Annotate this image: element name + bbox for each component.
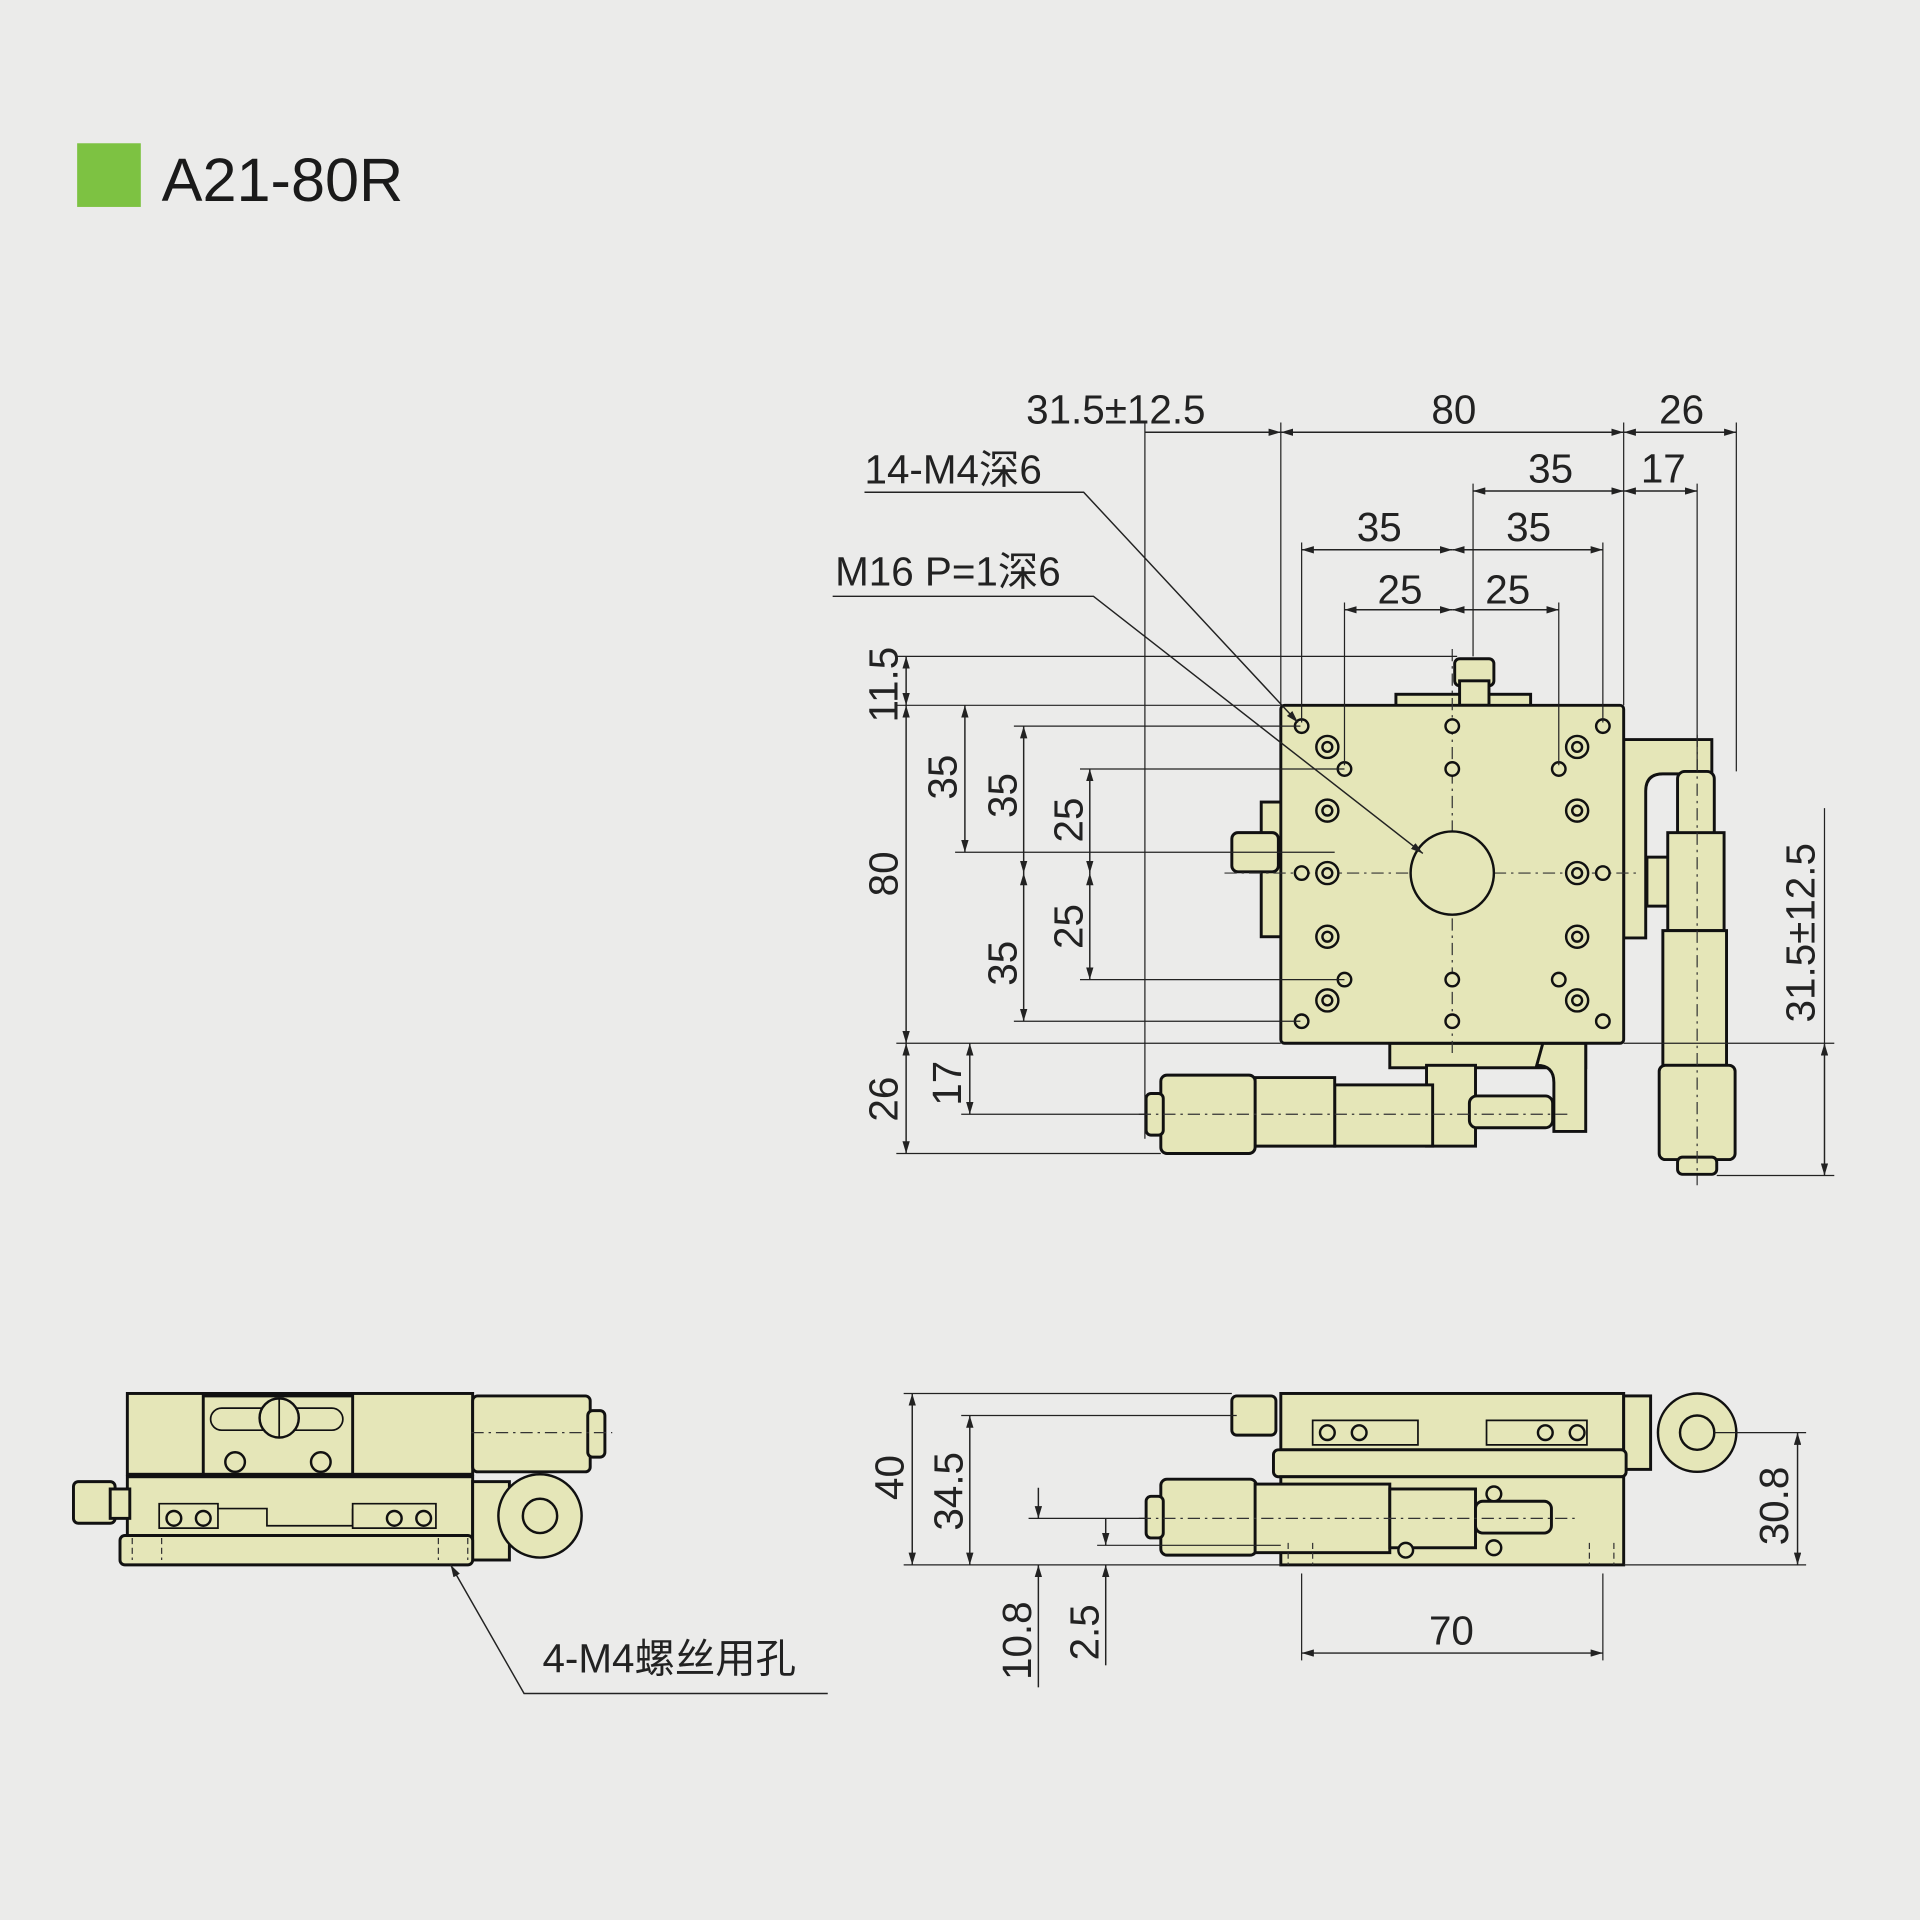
mount-hole	[1321, 930, 1334, 943]
m4-hole	[1444, 1013, 1461, 1030]
top-view-dimensions: 31.5±12.5 80 26 35 17 35 35 25 25 14-M4深…	[832, 387, 1835, 1177]
dim-left-35: 35	[1357, 504, 1402, 550]
mount-hole	[1321, 804, 1334, 817]
mount-hole	[1571, 740, 1584, 754]
mount-hole	[1321, 866, 1334, 880]
dim-right-35: 35	[1528, 445, 1573, 491]
dim-v-35-b: 35	[979, 773, 1025, 818]
page-title: A21-80R	[162, 146, 404, 214]
dim-w70: 70	[1429, 1607, 1474, 1653]
mount-hole	[1571, 866, 1584, 880]
m4-hole	[1550, 971, 1567, 988]
center-m16-hole	[1409, 830, 1496, 916]
m4-holes	[1293, 718, 1611, 1030]
dim-v-25-a: 25	[1045, 798, 1091, 843]
note-4-m4-holes: 4-M4螺丝用孔	[542, 1636, 796, 1682]
x-micrometer	[1138, 1041, 1588, 1155]
m4-hole	[1594, 865, 1611, 882]
m4-hole	[1444, 971, 1461, 988]
dim-h34-5: 34.5	[925, 1452, 971, 1531]
dim-bottom-26: 26	[861, 1077, 907, 1122]
dim-h2-5: 2.5	[1061, 1604, 1107, 1660]
dim-left-25: 25	[1378, 567, 1423, 613]
dim-right-26: 26	[1659, 387, 1704, 433]
m4-hole	[1444, 761, 1461, 777]
m4-hole	[1594, 1013, 1611, 1030]
side-view	[72, 1392, 613, 1567]
dim-width-80: 80	[1431, 387, 1476, 433]
dim-height-80: 80	[861, 851, 907, 896]
dim-v-35-c: 35	[979, 941, 1025, 986]
mount-hole	[1571, 930, 1584, 943]
dim-v-25-b: 25	[1045, 904, 1091, 949]
dim-mid-25: 25	[1485, 567, 1530, 613]
front-view	[1138, 1392, 1738, 1567]
front-view-dimensions: 40 34.5 10.8 2.5 70 30.8	[867, 1392, 1807, 1688]
dim-bottom-17: 17	[924, 1061, 970, 1106]
dim-top-11-5: 11.5	[861, 647, 907, 723]
dim-travel-x: 31.5±12.5	[1026, 387, 1205, 433]
mount-hole	[1321, 994, 1334, 1007]
mount-hole	[1571, 804, 1584, 817]
dim-h10-8: 10.8	[994, 1601, 1040, 1680]
note-14-m4: 14-M4深6	[864, 447, 1041, 493]
note-m16: M16 P=1深6	[835, 548, 1061, 594]
dim-h30-8: 30.8	[1751, 1467, 1797, 1546]
dim-right-17: 17	[1641, 445, 1686, 491]
dim-travel-y: 31.5±12.5	[1778, 843, 1824, 1022]
m4-hole	[1444, 718, 1461, 735]
mount-hole	[1571, 994, 1584, 1007]
top-view	[1138, 648, 1737, 1186]
y-micrometer	[1622, 734, 1737, 1186]
mount-hole	[1321, 740, 1334, 754]
m4-hole	[1293, 865, 1310, 882]
title-accent-square	[77, 143, 141, 207]
dim-h40: 40	[867, 1455, 913, 1500]
dim-v-35-a: 35	[919, 755, 965, 800]
dim-mid-35: 35	[1506, 504, 1551, 550]
